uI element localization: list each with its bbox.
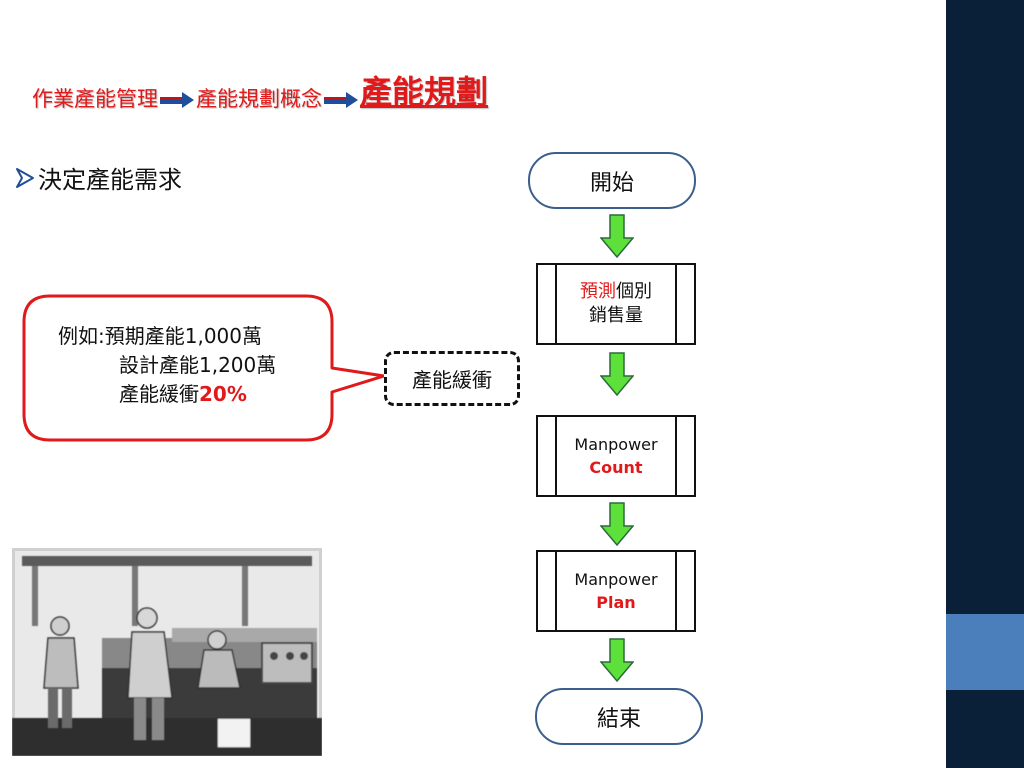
flow-end-label: 結束	[596, 706, 641, 732]
flow-step-forecast: 預測個別 銷售量	[536, 263, 696, 345]
breadcrumb: 作業產能管理 產能規劃概念 產能規劃	[32, 62, 488, 112]
callout-line-buffer: 產能緩衝20%	[119, 382, 247, 406]
callout-line-design: 設計產能1,200萬	[119, 353, 277, 377]
breadcrumb-current-capacity-planning: 產能規劃	[360, 73, 489, 111]
bullet-text: 決定產能需求	[38, 166, 182, 194]
capacity-buffer-box: 產能緩衝	[384, 351, 520, 406]
flow-step-manpower-plan: Manpower Plan	[536, 550, 696, 632]
callout-bubble-shape	[22, 294, 386, 442]
breadcrumb-item-operations-capacity: 作業產能管理	[32, 87, 158, 111]
down-arrow-icon	[600, 638, 634, 682]
arrow-bullet-icon	[16, 167, 34, 188]
breadcrumb-arrow-icon	[324, 92, 358, 108]
down-arrow-icon	[600, 352, 634, 396]
callout-line-expected: 例如:預期產能1,000萬	[58, 324, 263, 348]
capacity-buffer-label: 產能緩衝	[412, 368, 492, 392]
sidebar-accent-block	[946, 614, 1024, 690]
bullet-point: 決定產能需求	[14, 160, 182, 195]
breadcrumb-item-capacity-concept: 產能規劃概念	[196, 87, 322, 111]
down-arrow-icon	[600, 502, 634, 546]
breadcrumb-arrow-icon	[160, 92, 194, 108]
flow-step-manpower-count: Manpower Count	[536, 415, 696, 497]
flow-end-node: 結束	[535, 688, 703, 745]
callout-text: 例如:預期產能1,000萬 設計產能1,200萬 產能緩衝20%	[58, 322, 328, 409]
flow-start-label: 開始	[589, 170, 634, 196]
forecast-highlight: 預測	[580, 281, 616, 302]
factory-workers-photo	[12, 548, 322, 756]
down-arrow-icon	[600, 214, 634, 258]
flow-start-node: 開始	[528, 152, 696, 209]
